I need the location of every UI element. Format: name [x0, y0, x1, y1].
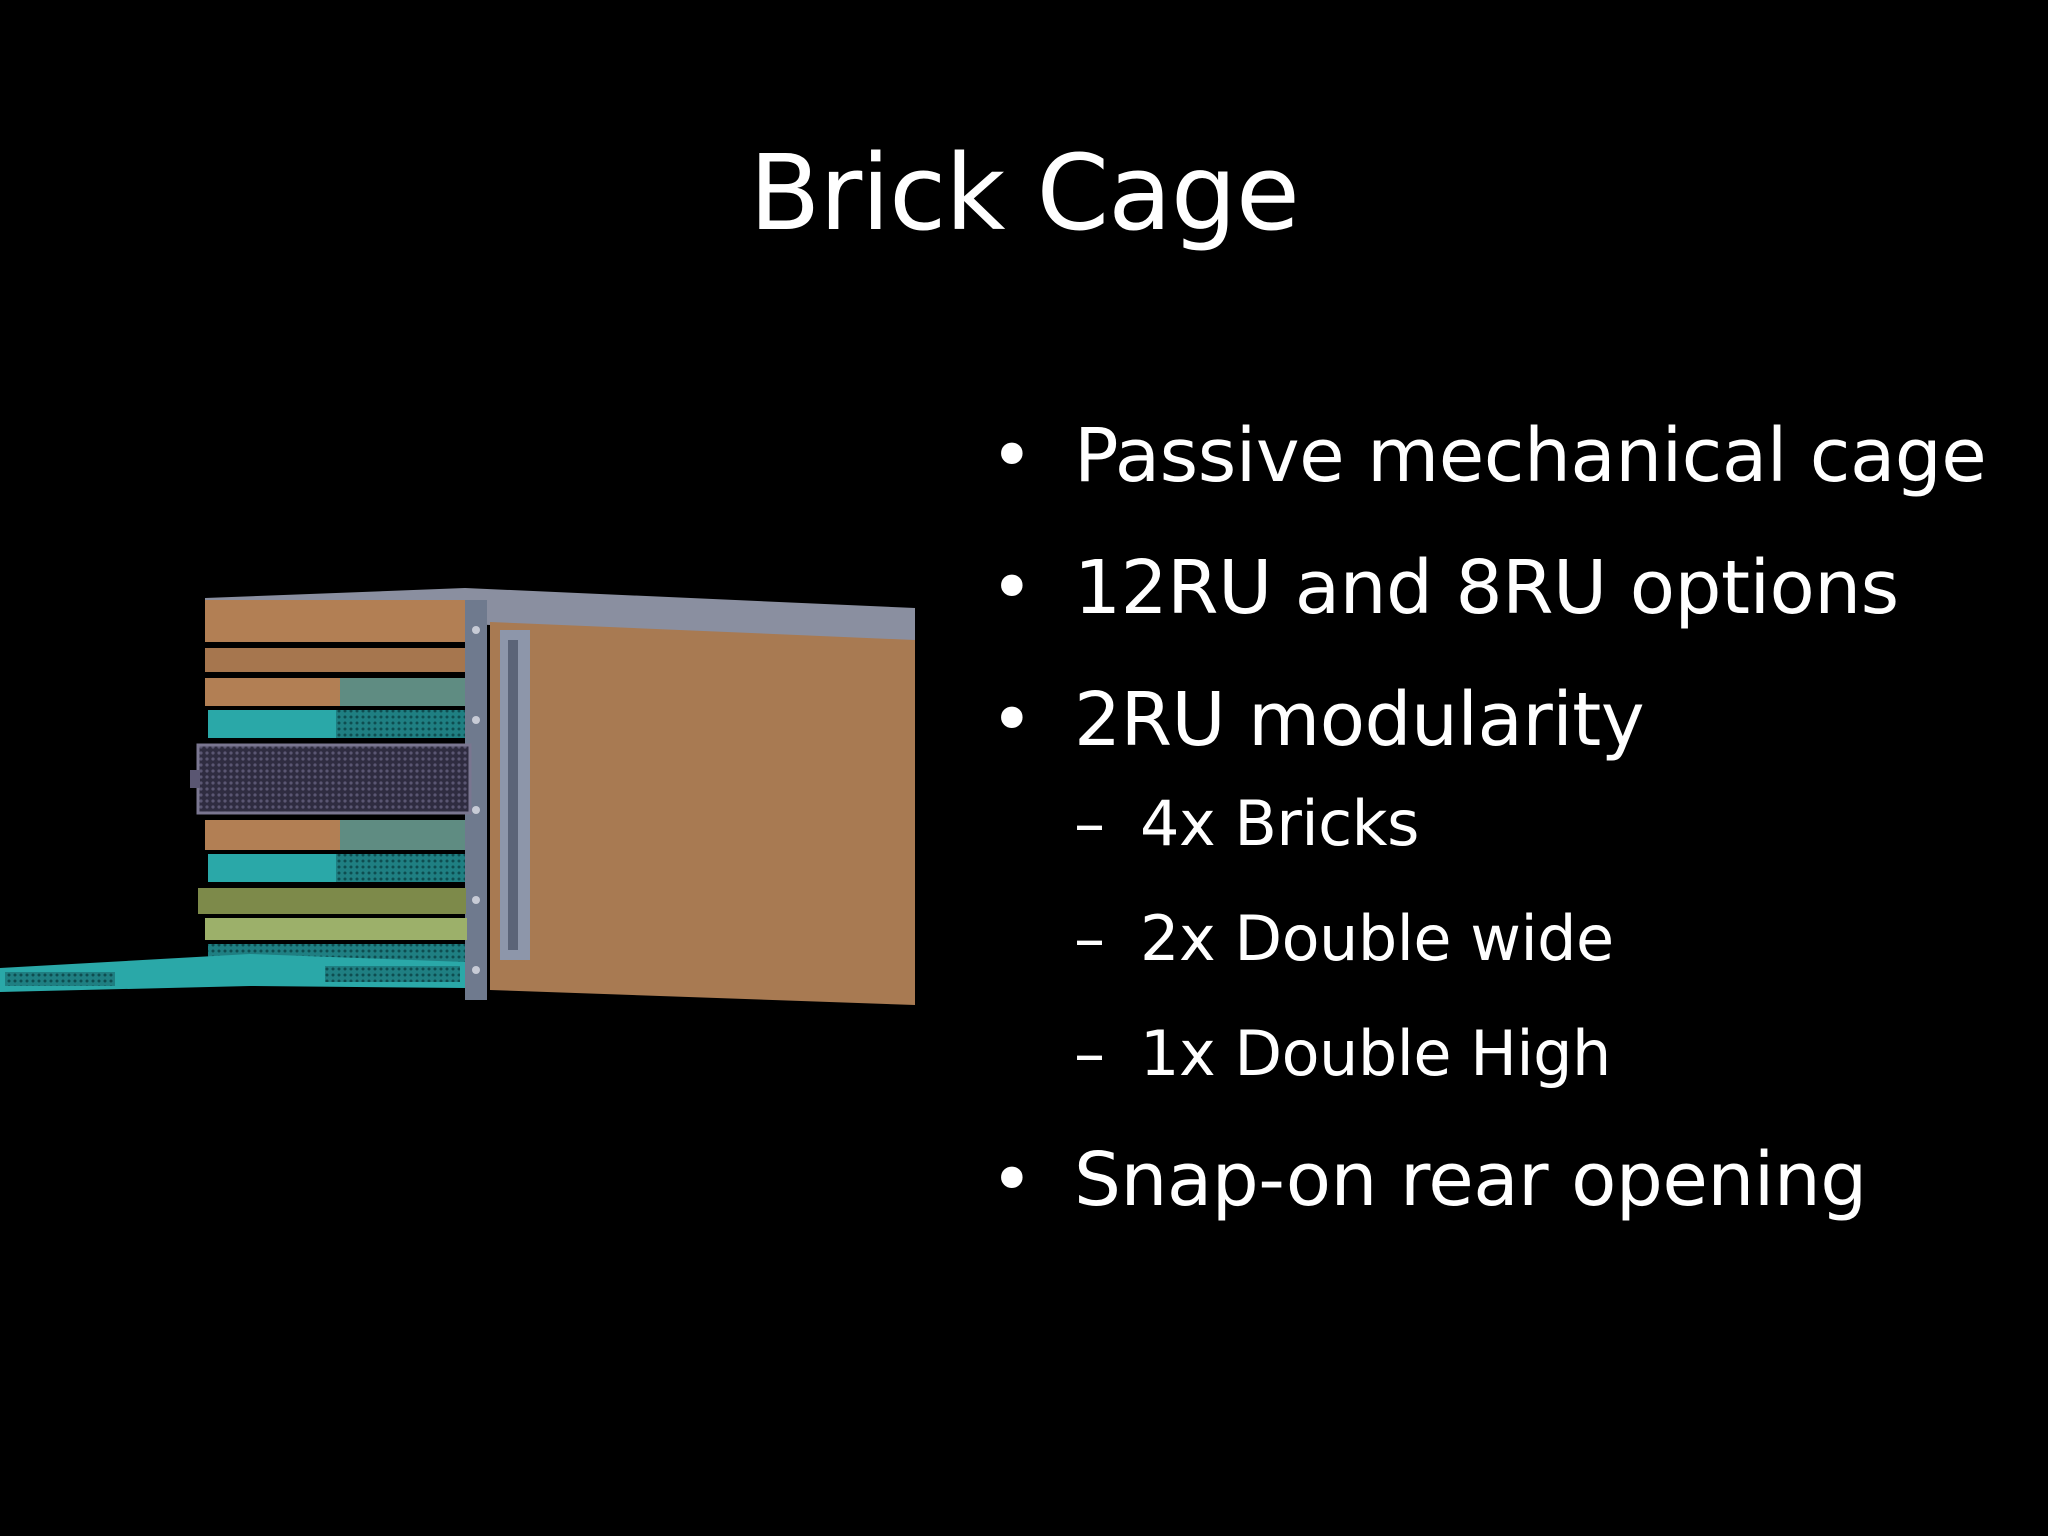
sub-bullet-marker: –	[1074, 902, 1105, 975]
bullet-text: Snap-on rear opening	[1074, 1137, 1867, 1223]
bullet-item: • 12RU and 8RU options	[990, 542, 2020, 634]
module-double-wide	[196, 743, 472, 815]
sub-bullet-text: 2x Double wide	[1140, 902, 1614, 975]
sub-bullet-marker: –	[1074, 787, 1105, 860]
bullet-marker: •	[990, 1137, 1034, 1223]
sub-bullet-text: 4x Bricks	[1140, 787, 1419, 860]
bullet-item: • Passive mechanical cage	[990, 410, 2020, 502]
bullet-item: • 2RU modularity – 4x Bricks – 2x Double…	[990, 674, 2020, 1094]
sub-bullet-item: – 1x Double High	[1074, 1014, 2020, 1094]
sub-bullet-marker: –	[1074, 1017, 1105, 1090]
module-pulled-out-brick	[0, 954, 465, 992]
bullet-marker: •	[990, 545, 1034, 631]
bullet-marker: •	[990, 413, 1034, 499]
brick-cage-illustration	[0, 588, 915, 1005]
sub-bullet-text: 1x Double High	[1140, 1017, 1611, 1090]
bullet-marker: •	[990, 677, 1034, 763]
module-teal	[208, 710, 336, 738]
sub-bullet-item: – 2x Double wide	[1074, 899, 2020, 979]
bullet-item: • Snap-on rear opening	[990, 1134, 2020, 1226]
cage-side-panel	[490, 622, 915, 1005]
sub-bullet-item: – 4x Bricks	[1074, 784, 2020, 864]
bullet-text: 2RU modularity	[1074, 677, 1645, 763]
slide-title: Brick Cage	[749, 132, 1300, 254]
module-olive	[198, 888, 466, 914]
bullet-text: 12RU and 8RU options	[1074, 545, 1899, 631]
cage-front-bracket	[465, 600, 487, 1000]
bullet-text: Passive mechanical cage	[1074, 413, 1987, 499]
bullet-list: • Passive mechanical cage • 12RU and 8RU…	[990, 410, 2020, 1266]
sub-bullet-list: – 4x Bricks – 2x Double wide – 1x Double…	[1074, 784, 2020, 1094]
